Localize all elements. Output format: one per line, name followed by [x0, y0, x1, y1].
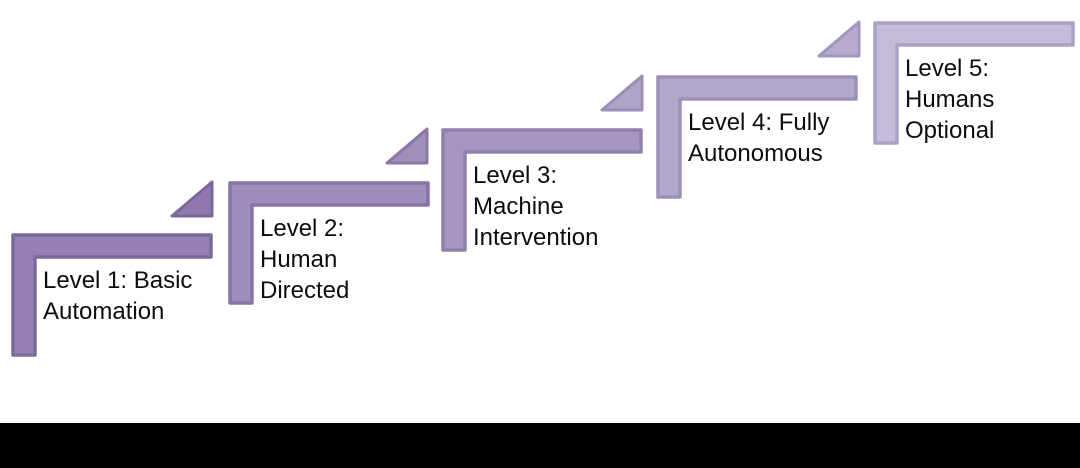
level-3-label-line: Machine: [473, 193, 564, 220]
level-5-step-shape: [873, 21, 1075, 145]
level-1-label-line: Level 1: Basic: [43, 267, 193, 294]
level-1-step-shape: [11, 233, 213, 357]
level-5-label-line: Level 5:: [905, 55, 990, 82]
level-5-label: Level 5: Humans Optional: [905, 53, 994, 146]
level-5-label-line: Optional: [905, 117, 995, 144]
bottom-bar: [0, 423, 1080, 468]
level-4-label: Level 4: Fully Autonomous: [688, 107, 829, 169]
level-4-label-line: Level 4: Fully: [688, 109, 830, 136]
level-2-label: Level 2: Human Directed: [260, 213, 349, 306]
step-arrow-icon: [600, 74, 644, 112]
step-arrow-icon: [817, 20, 861, 58]
level-3-step-shape: [441, 128, 643, 252]
level-2-label-line: Level 2:: [260, 215, 345, 242]
level-2-label-line: Human: [260, 246, 338, 273]
level-5-label-line: Humans: [905, 86, 995, 113]
level-3-label-line: Intervention: [473, 224, 599, 251]
step-arrow-icon: [385, 127, 429, 165]
level-3-label: Level 3: Machine Intervention: [473, 160, 598, 253]
level-2-label-line: Directed: [260, 277, 350, 304]
level-3-label-line: Level 3:: [473, 162, 558, 189]
step-arrow-icon: [170, 180, 214, 218]
level-1-label: Level 1: Basic Automation: [43, 265, 192, 327]
level-1-label-line: Automation: [43, 298, 165, 325]
level-4-step-shape: [656, 75, 858, 199]
level-2-step-shape: [228, 181, 430, 305]
level-4-label-line: Autonomous: [688, 140, 823, 167]
